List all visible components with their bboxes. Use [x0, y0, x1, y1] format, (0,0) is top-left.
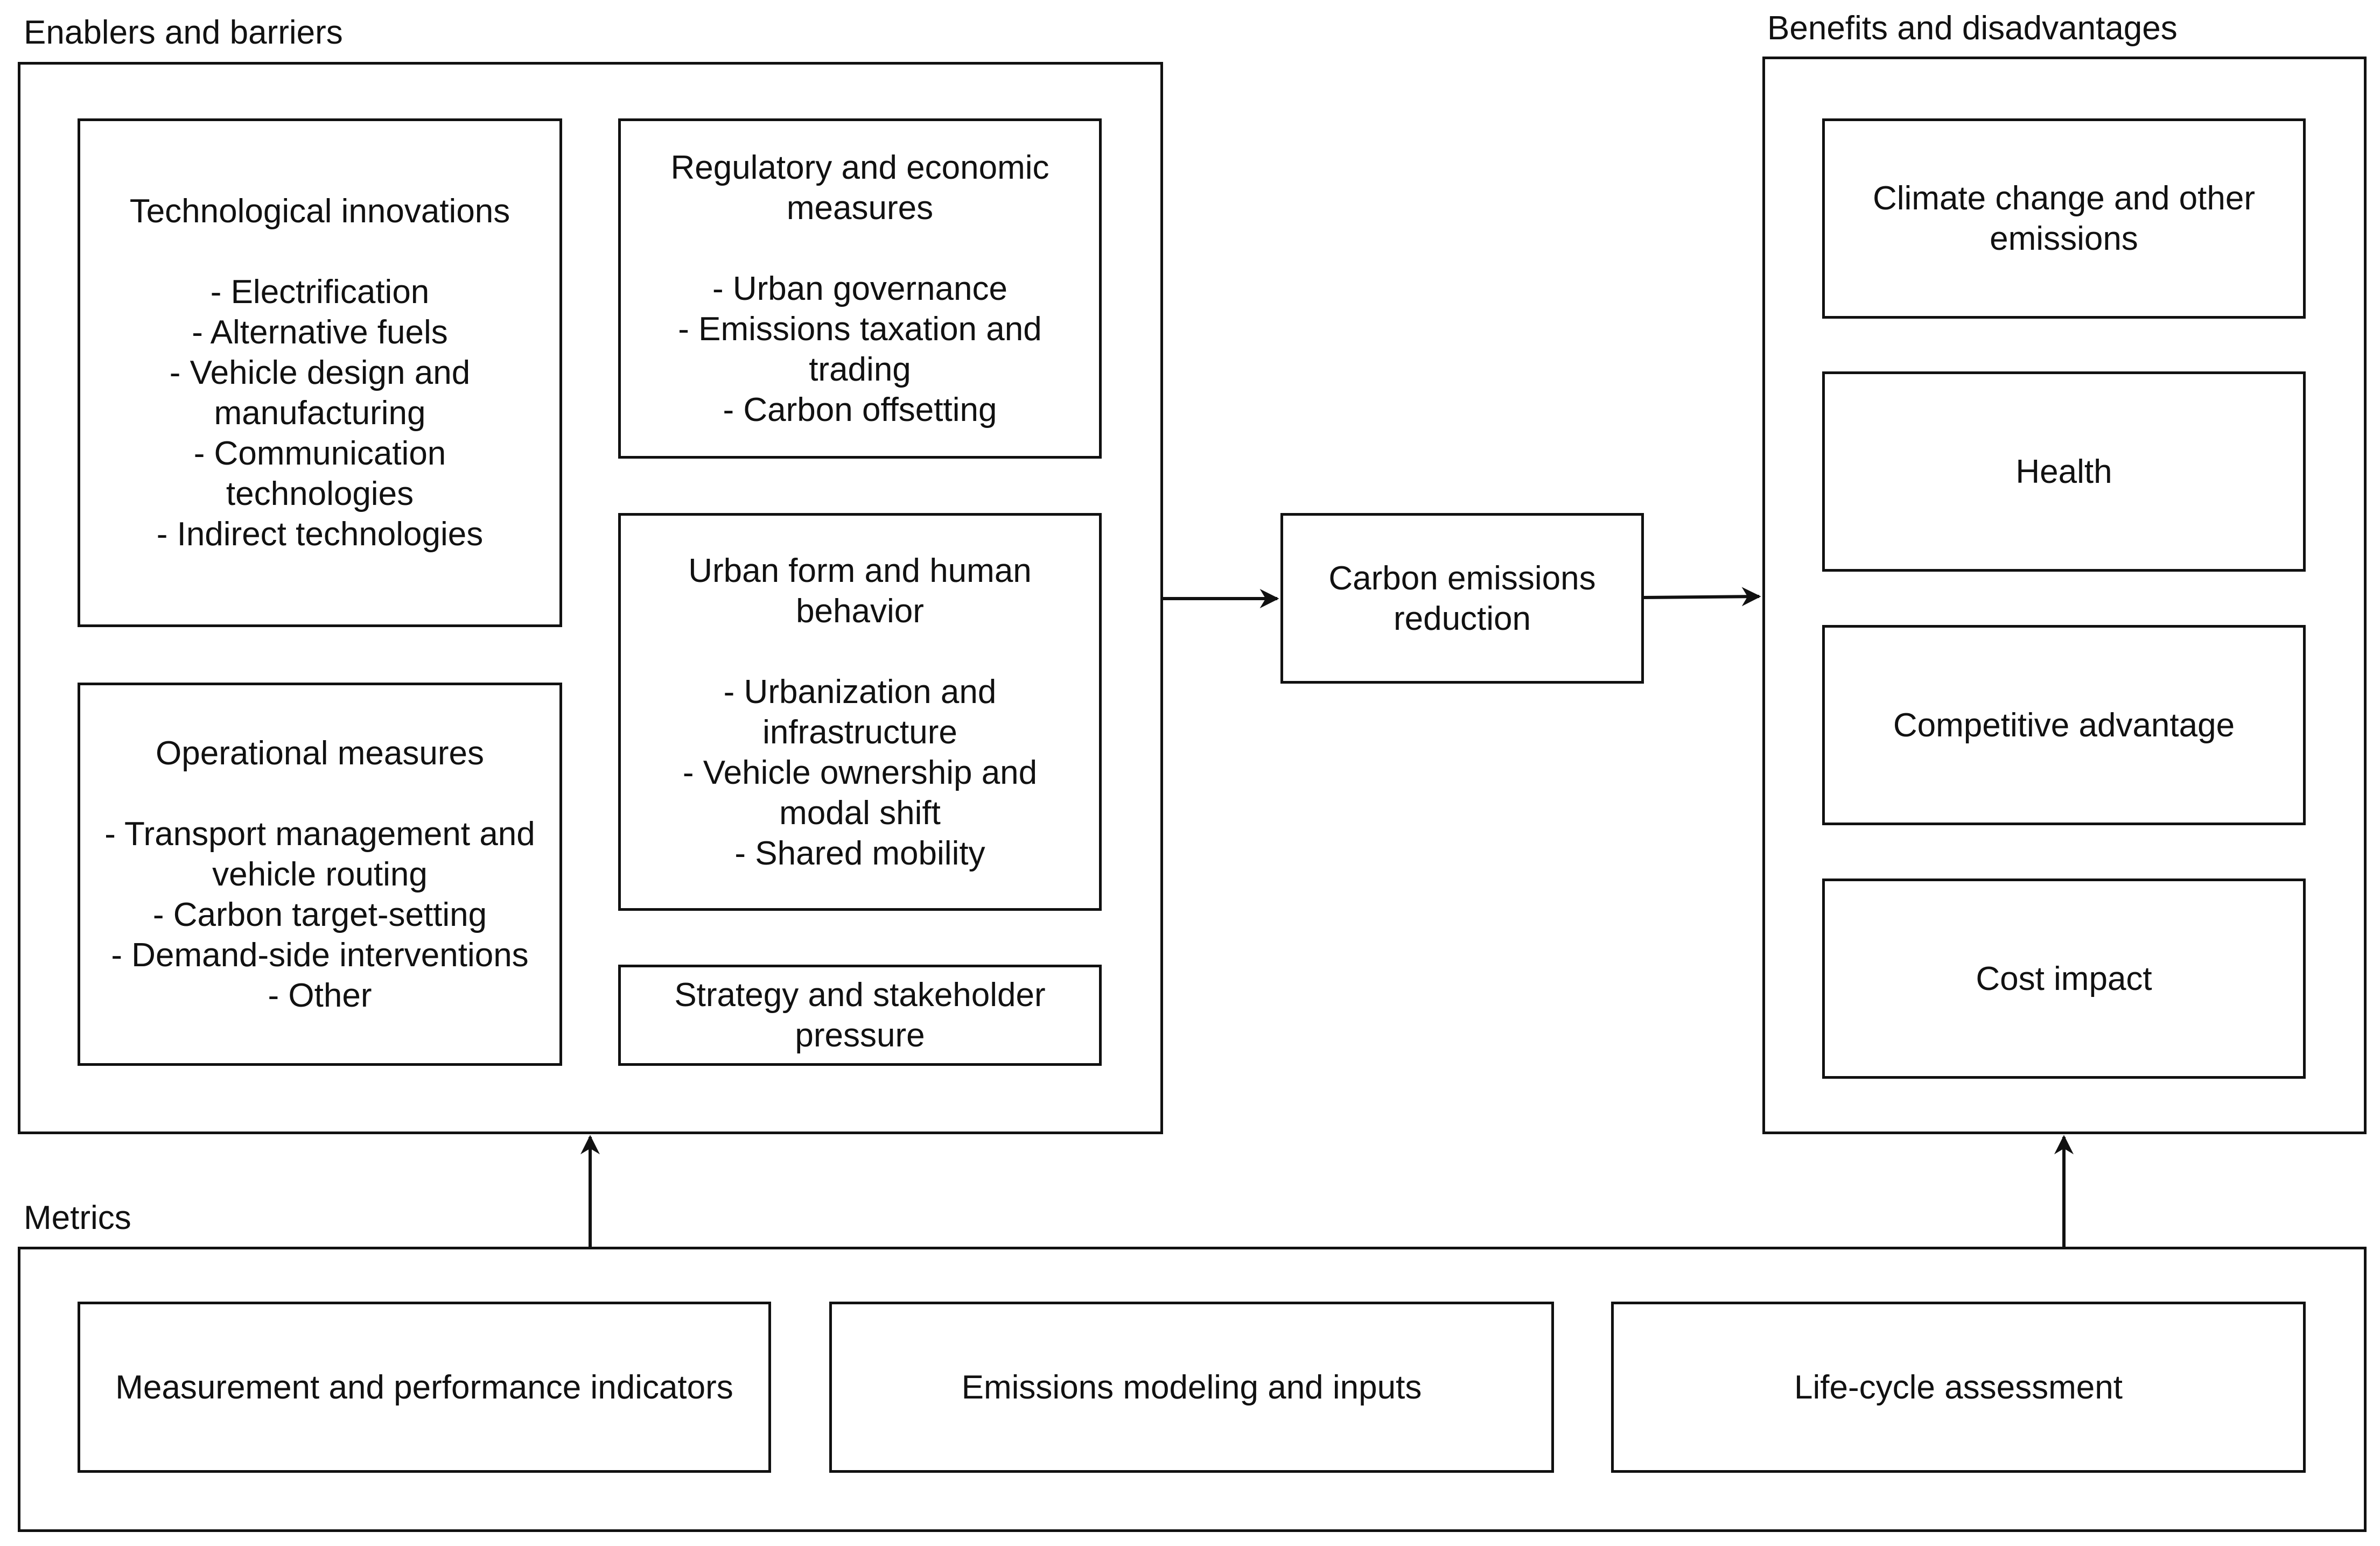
competitive-advantage-box: Competitive advantage	[1822, 625, 2306, 825]
enablers-group-title: Enablers and barriers	[24, 14, 343, 51]
strategy-stakeholder-line: pressure	[795, 1017, 925, 1054]
measurement-indicators-box: Measurement and performance indicators	[78, 1302, 771, 1473]
life-cycle-assessment-label: Life-cycle assessment	[1794, 1368, 2123, 1406]
operational-measures-box: Operational measures - Transport managem…	[78, 683, 562, 1066]
list-item: - Urban governance	[712, 270, 1007, 307]
benefits-container	[1762, 57, 2367, 1134]
operational-measures-list: - Transport management and vehicle routi…	[104, 814, 535, 1016]
enablers-container	[18, 62, 1163, 1134]
emissions-modeling-box: Emissions modeling and inputs	[829, 1302, 1554, 1473]
urban-form-title-line: behavior	[796, 592, 924, 630]
list-item: - Shared mobility	[734, 834, 985, 872]
metrics-container	[18, 1247, 2367, 1532]
list-item: - Transport management and	[104, 815, 535, 853]
list-item: technologies	[226, 475, 414, 512]
carbon-emissions-reduction-line: Carbon emissions	[1328, 559, 1596, 597]
climate-change-line: Climate change and other	[1872, 180, 2255, 217]
list-item: - Demand-side interventions	[111, 936, 529, 974]
list-item: - Electrification	[210, 273, 430, 311]
technological-innovations-list: - Electrification - Alternative fuels - …	[157, 272, 484, 554]
list-item: vehicle routing	[212, 855, 428, 893]
urban-form-list: - Urbanization and infrastructure - Vehi…	[683, 672, 1037, 874]
strategy-stakeholder-box: Strategy and stakeholder pressure	[618, 965, 1102, 1066]
regulatory-economic-title-line: measures	[786, 189, 934, 227]
climate-change-line: emissions	[1990, 220, 2138, 257]
health-label: Health	[2015, 453, 2112, 490]
cost-impact-label: Cost impact	[1976, 960, 2152, 997]
benefits-group-title: Benefits and disadvantages	[1767, 10, 2178, 47]
life-cycle-assessment-box: Life-cycle assessment	[1611, 1302, 2306, 1473]
list-item: - Alternative fuels	[192, 314, 448, 351]
measurement-indicators-label: Measurement and performance indicators	[115, 1368, 733, 1406]
list-item: - Vehicle ownership and	[682, 754, 1038, 791]
regulatory-economic-box: Regulatory and economic measures - Urban…	[618, 118, 1102, 459]
list-item: - Other	[268, 976, 372, 1014]
carbon-emissions-reduction-box: Carbon emissions reduction	[1280, 513, 1644, 684]
health-box: Health	[1822, 371, 2306, 572]
list-item: - Communication	[193, 435, 446, 472]
strategy-stakeholder-line: Strategy and stakeholder	[674, 976, 1046, 1014]
technological-innovations-title: Technological innovations	[129, 193, 510, 230]
metrics-group-title: Metrics	[24, 1199, 131, 1236]
list-item: manufacturing	[214, 395, 426, 432]
technological-innovations-box: Technological innovations - Electrificat…	[78, 118, 562, 627]
emissions-modeling-label: Emissions modeling and inputs	[961, 1368, 1422, 1406]
cost-impact-box: Cost impact	[1822, 879, 2306, 1079]
climate-change-box: Climate change and other emissions	[1822, 118, 2306, 319]
list-item: modal shift	[779, 794, 941, 832]
list-item: - Indirect technologies	[156, 516, 484, 553]
list-item: - Urbanization and	[723, 673, 997, 711]
list-item: infrastructure	[762, 713, 957, 751]
list-item: - Carbon offsetting	[723, 391, 997, 428]
regulatory-economic-list: - Urban governance - Emissions taxation …	[678, 269, 1041, 430]
regulatory-economic-title-line: Regulatory and economic	[670, 149, 1049, 186]
carbon-emissions-reduction-line: reduction	[1393, 600, 1531, 637]
list-item: - Emissions taxation and	[678, 310, 1042, 348]
list-item: - Vehicle design and	[169, 354, 471, 391]
list-item: trading	[809, 350, 911, 388]
arrow-carbon-to-benefits	[1643, 587, 1761, 607]
list-item: - Carbon target-setting	[152, 896, 487, 933]
competitive-advantage-label: Competitive advantage	[1893, 706, 2235, 744]
operational-measures-title: Operational measures	[156, 734, 484, 772]
urban-form-title-line: Urban form and human	[688, 552, 1032, 589]
urban-form-box: Urban form and human behavior - Urbaniza…	[618, 513, 1102, 911]
